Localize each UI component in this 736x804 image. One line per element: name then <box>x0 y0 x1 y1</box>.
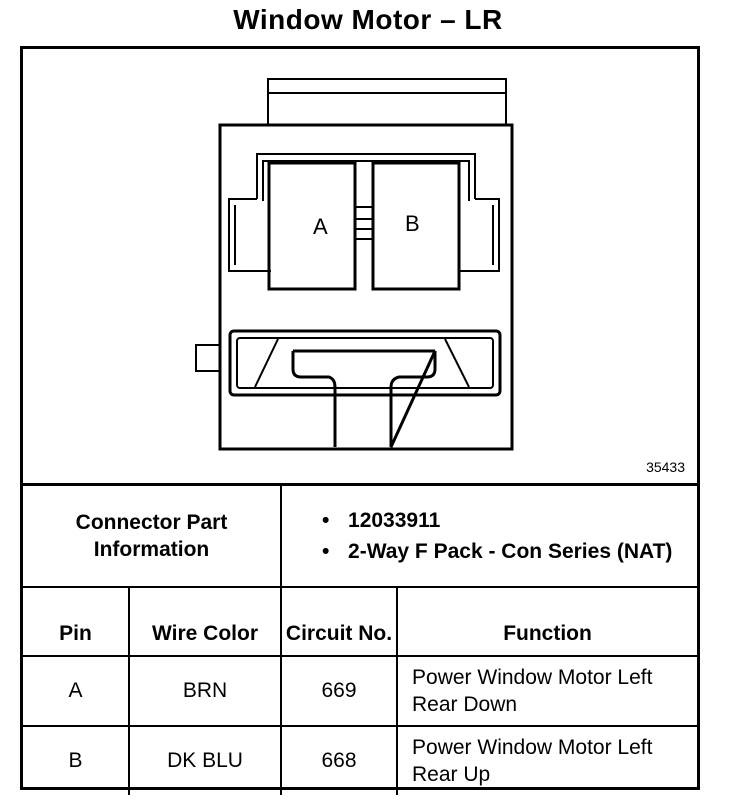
cavity-a <box>267 161 357 291</box>
cavity-a-label: A <box>313 214 328 239</box>
connector-info-table: Connector Part Information 12033911 2-Wa… <box>23 483 698 795</box>
page-title: Window Motor – LR <box>233 4 503 35</box>
header-wire-color: Wire Color <box>127 586 283 657</box>
function-cell: Power Window Motor Left Rear Up <box>396 725 698 795</box>
lower-slot <box>228 329 502 397</box>
pin-cell: B <box>23 725 130 795</box>
connector-part-number: 12033911 <box>322 507 696 534</box>
connector-top-tab <box>267 78 507 126</box>
connector-part-row: Connector Part Information 12033911 2-Wa… <box>23 483 698 588</box>
t-latch <box>291 350 437 448</box>
table-row: A BRN 669 Power Window Motor Left Rear D… <box>23 655 698 727</box>
table-row: B DK BLU 668 Power Window Motor Left Rea… <box>23 725 698 795</box>
connector-part-values: 12033911 2-Way F Pack - Con Series (NAT) <box>280 483 698 588</box>
cavity-bridge <box>354 206 374 240</box>
wire-color-cell: BRN <box>127 655 283 727</box>
left-wing <box>228 198 271 272</box>
figure-number: 35433 <box>646 459 685 475</box>
connector-body <box>218 123 514 451</box>
connector-part-series: 2-Way F Pack - Con Series (NAT) <box>322 538 696 565</box>
table-header-row: Pin Wire Color Circuit No. Function <box>23 586 698 657</box>
function-cell: Power Window Motor Left Rear Down <box>396 655 698 727</box>
header-circuit-no: Circuit No. <box>280 586 399 657</box>
circuit-cell: 668 <box>280 725 399 795</box>
slot-left-ramp <box>254 338 279 388</box>
cavity-b-label: B <box>405 211 420 236</box>
diagram-frame: A B 35433 Connector Part Information 120… <box>20 46 700 795</box>
pin-cell: A <box>23 655 130 727</box>
side-tab <box>195 344 221 372</box>
wire-color-cell: DK BLU <box>127 725 283 795</box>
header-function: Function <box>396 586 698 657</box>
cavity-frame-top <box>256 153 476 199</box>
header-pin: Pin <box>23 586 130 657</box>
connector-face-drawing: A B <box>195 78 514 451</box>
slot-right-ramp <box>444 338 470 388</box>
circuit-cell: 669 <box>280 655 399 727</box>
connector-part-label: Connector Part Information <box>23 483 283 588</box>
lower-slot-inner <box>236 337 494 389</box>
connector-diagram: A B 35433 <box>23 49 697 483</box>
right-wing <box>459 198 500 272</box>
cavity-frame-inner <box>262 160 470 201</box>
